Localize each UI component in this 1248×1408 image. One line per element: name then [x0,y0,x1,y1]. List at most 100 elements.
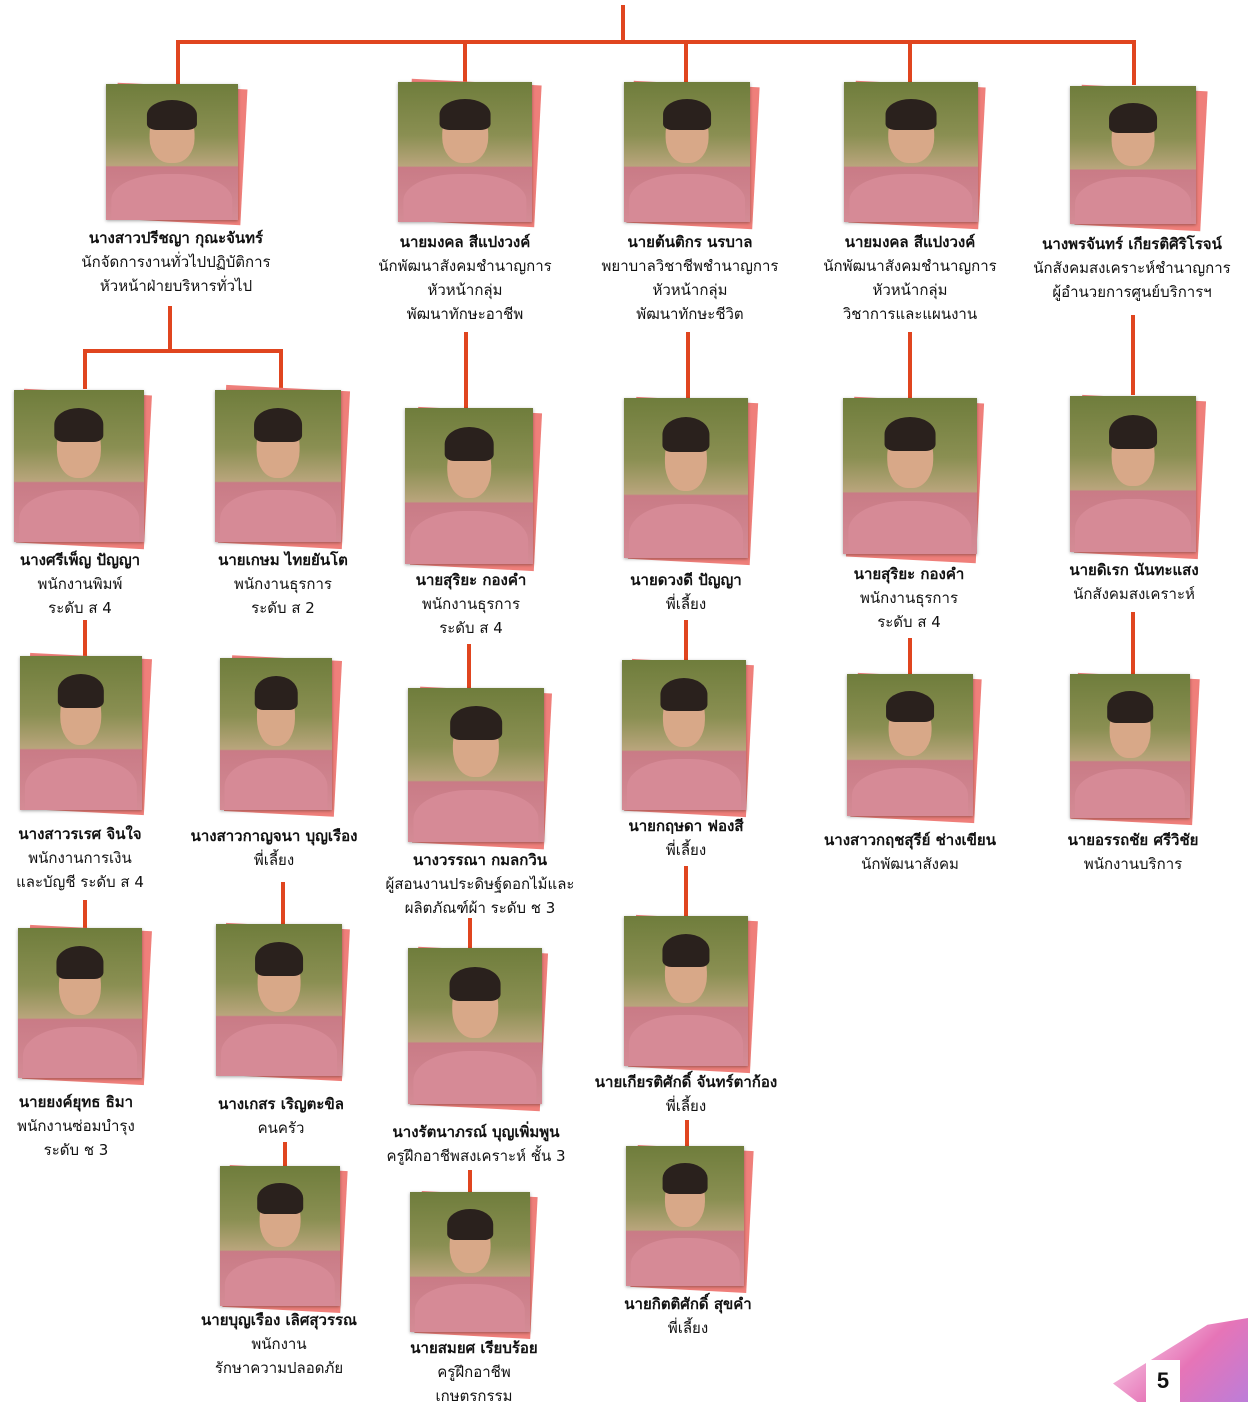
photo-p21 [624,916,748,1066]
role-p13: พี่เลี้ยง [253,851,295,869]
page-corner-decoration [1113,1318,1248,1402]
role-p14: ผู้สอนงานประดิษฐ์ดอกไม้และ [385,875,575,893]
label-p14: นางวรรณา กมลกวิน ผู้สอนงานประดิษฐ์ดอกไม้… [386,848,575,920]
photo-p11 [1070,396,1196,552]
connector-line [463,40,467,85]
connector-line [468,918,472,950]
photo-p16 [847,674,973,816]
label-p3: นายต้นติกร นรบาล พยาบาลวิชาชีพชำนาญการ ห… [602,230,779,326]
name-p19: นางเกสร เริญตะขิล [218,1095,344,1113]
name-p5: นางพรจันทร์ เกียรติศิริโรจน์ [1042,235,1222,253]
role2-p14: ผลิตภัณฑ์ผ้า ระดับ ช 3 [404,899,556,917]
role2-p2: หัวหน้ากลุ่ม [427,281,503,299]
label-p21: นายเกียรติศักดิ์ จันทร์ตาก้อง พี่เลี้ยง [595,1070,777,1118]
connector-line [1131,612,1135,674]
label-p5: นางพรจันทร์ เกียรติศิริโรจน์ นักสังคมสงเ… [1033,232,1230,304]
label-p16: นางสาวกฤชสุรีย์ ช่างเขียน นักพัฒนาสังคม [824,828,996,876]
connector-line [468,1170,472,1194]
name-p24: นายกิตติศักดิ์ สุขคำ [624,1295,752,1313]
role2-p10: ระดับ ส 4 [877,613,941,631]
role-p12: พนักงานการเงิน [28,849,132,867]
role-p17: พนักงานบริการ [1083,855,1183,873]
name-p16: นางสาวกฤชสุรีย์ ช่างเขียน [824,831,996,849]
name-p18: นายยงค์ยุทธ ธิมา [18,1093,134,1111]
photo-p2 [398,82,532,222]
photo-p22 [220,1166,340,1306]
role-p8: พนักงานธุรการ [422,595,520,613]
role-p24: พี่เลี้ยง [667,1319,709,1337]
connector-line [684,40,688,85]
photo-p9 [624,398,748,558]
role-p23: ครูฝึกอาชีพ [437,1363,511,1381]
connector-line [1132,40,1136,85]
role-p20: ครูฝึกอาชีพสงเคราะห์ ชั้น 3 [386,1147,566,1165]
photo-p17 [1070,674,1190,818]
role2-p4: หัวหน้ากลุ่ม [872,281,948,299]
name-p17: นายอรรถชัย ศรีวิชัย [1067,831,1199,849]
role-p5: นักสังคมสงเคราะห์ชำนาญการ [1033,259,1231,277]
role2-p6: ระดับ ส 4 [48,599,112,617]
label-p19: นางเกสร เริญตะขิล คนครัว [218,1092,344,1140]
photo-p5 [1070,86,1196,224]
connector-line [83,620,87,658]
connector-line [1131,315,1135,395]
photo-p7 [215,390,341,542]
connector-line [684,866,688,916]
role-p11: นักสังคมสงเคราะห์ [1073,585,1195,603]
role2-p12: และบัญชี ระดับ ส 4 [16,873,144,891]
role3-p4: วิชาการและแผนงาน [842,305,978,323]
label-p15: นายกฤษดา ฟองสี พี่เลี้ยง [628,814,743,862]
name-p14: นางวรรณา กมลกวิน [412,851,548,869]
page-number: 5 [1156,1368,1170,1393]
name-p2: นายมงคล สีแปงวงค์ [399,233,531,251]
role-p4: นักพัฒนาสังคมชำนาญการ [823,257,997,275]
name-p21: นายเกียรติศักดิ์ จันทร์ตาก้อง [594,1073,778,1091]
role2-p7: ระดับ ส 2 [251,599,315,617]
label-p20: นางรัตนาภรณ์ บุญเพิ่มพูน ครูฝึกอาชีพสงเค… [386,1120,565,1168]
role2-p8: ระดับ ส 4 [439,619,503,637]
name-p4: นายมงคล สีแปงวงค์ [844,233,976,251]
role-p22: พนักงาน [251,1335,307,1353]
photo-p1 [106,84,238,220]
role-p10: พนักงานธุรการ [860,589,958,607]
connector-line [83,349,283,353]
role-p6: พนักงานพิมพ์ [37,575,123,593]
role-p2: นักพัฒนาสังคมชำนาญการ [378,257,552,275]
name-p20: นางรัตนาภรณ์ บุญเพิ่มพูน [392,1123,560,1141]
role2-p1: หัวหน้าฝ่ายบริหารทั่วไป [99,277,253,295]
connector-line [283,1142,287,1166]
connector-line [908,40,912,85]
photo-p6 [14,390,144,542]
role-p7: พนักงานธุรการ [233,575,332,593]
role2-p23: เกษตรกรรม [435,1387,513,1405]
photo-p20 [408,948,542,1104]
role-p15: พี่เลี้ยง [665,841,707,859]
connector-line [83,349,87,389]
connector-line [686,332,690,398]
role-p21: พี่เลี้ยง [665,1097,707,1115]
name-p9: นายดวงดี ปัญญา [630,571,742,589]
label-p23: นายสมยศ เรียบร้อย ครูฝึกอาชีพ เกษตรกรรม [410,1336,537,1408]
role2-p3: หัวหน้ากลุ่ม [652,281,728,299]
label-p18: นายยงค์ยุทธ ธิมา พนักงานซ่อมบำรุง ระดับ … [17,1090,135,1162]
name-p8: นายสุริยะ กองคำ [415,571,527,589]
label-p22: นายบุญเรือง เลิศสุวรรณ พนักงาน รักษาความ… [201,1308,357,1380]
name-p10: นายสุริยะ กองคำ [853,565,965,583]
name-p11: นายดิเรก นันทะแสง [1069,561,1199,579]
photo-p18 [18,928,142,1078]
connector-line [83,900,87,928]
label-p13: นางสาวกาญจนา บุญเรือง พี่เลี้ยง [191,824,358,872]
photo-p23 [410,1192,530,1332]
connector-line [176,40,180,85]
name-p6: นางศรีเพ็ญ ปัญญา [19,551,141,569]
photo-p19 [216,924,342,1076]
connector-line [908,638,912,676]
name-p13: นางสาวกาญจนา บุญเรือง [190,827,358,845]
photo-p4 [844,82,978,222]
connector-line [176,40,1136,44]
page-number-box [1146,1360,1180,1402]
role3-p2: พัฒนาทักษะอาชีพ [406,305,524,323]
connector-line [279,349,283,389]
photo-p10 [843,398,977,554]
label-p10: นายสุริยะ กองคำ พนักงานธุรการ ระดับ ส 4 [854,562,965,634]
